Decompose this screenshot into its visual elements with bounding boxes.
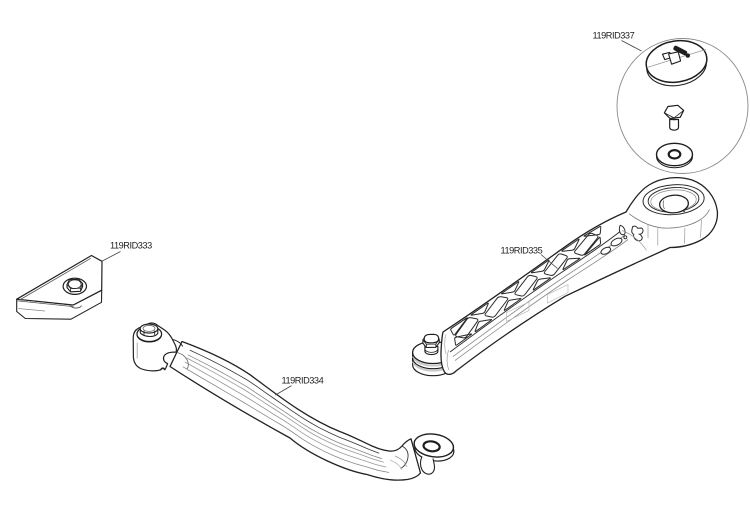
svg-text:119RID333: 119RID333: [110, 241, 152, 251]
svg-text:119RID335: 119RID335: [501, 245, 543, 255]
svg-text:119RID334: 119RID334: [282, 375, 324, 385]
svg-text:119RID337: 119RID337: [593, 30, 635, 40]
